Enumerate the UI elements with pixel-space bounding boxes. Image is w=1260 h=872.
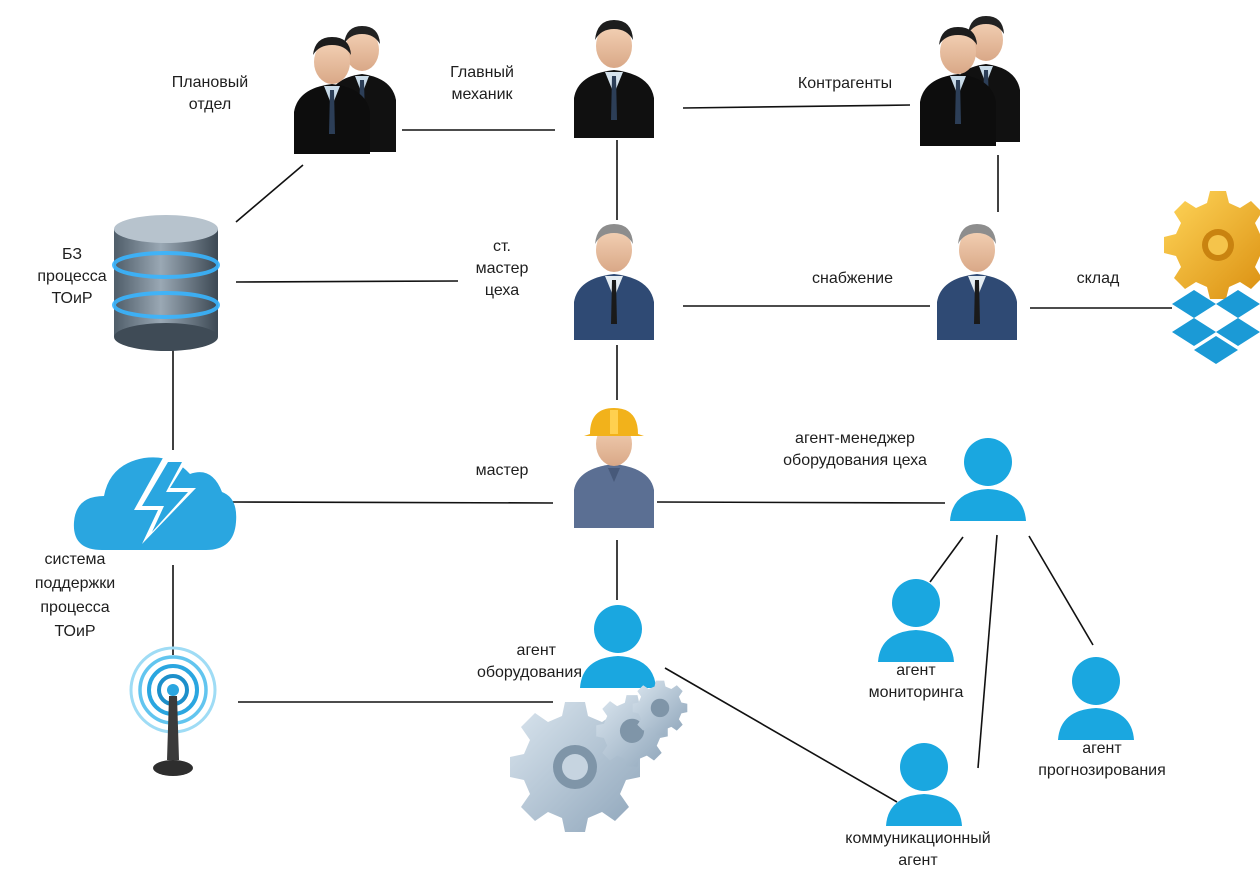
wireless-antenna-icon	[129, 646, 217, 776]
supply-icon	[937, 224, 1017, 340]
label-line: процесса	[37, 268, 107, 285]
label-supply: снабжение	[812, 270, 893, 287]
label-warehouse: склад	[1076, 270, 1120, 287]
label-chief-mechanic: Главный механик	[432, 62, 532, 106]
label-foreman: мастер	[475, 462, 529, 479]
label-equipment-agent: агент оборудования	[422, 640, 582, 684]
label-line: поддержки	[34, 575, 116, 592]
forecasting-agent-icon	[1058, 657, 1134, 740]
edge-manager-monitoring	[929, 536, 964, 583]
label-line: ТОиР	[51, 290, 93, 307]
label-line: агент	[516, 642, 556, 659]
label-line: цеха	[484, 282, 520, 299]
communication-agent-icon	[886, 743, 962, 826]
label-line: процесса	[40, 599, 110, 616]
label-contractors: Контрагенты	[797, 75, 893, 92]
planning-department-icon	[294, 26, 396, 154]
edge-chief-contractors	[682, 104, 911, 109]
label-line: система	[44, 551, 106, 568]
label-line: коммуникационный	[845, 830, 991, 847]
label-line: механик	[451, 86, 513, 103]
database-icon	[112, 215, 220, 351]
label-agent-manager: агент-менеджер оборудования цеха	[740, 428, 970, 472]
label-line: прогнозирования	[1038, 762, 1166, 779]
label-line: оборудования	[476, 664, 582, 681]
label-line: Главный	[450, 64, 514, 81]
gears-icon	[510, 680, 688, 832]
foreman-icon	[574, 408, 654, 528]
chief-mechanic-icon	[574, 20, 654, 138]
label-line: агент	[1082, 740, 1122, 757]
label-support-system: система поддержки процесса ТОиР	[20, 548, 130, 644]
edge-cloud-foreman	[231, 501, 554, 504]
agent-manager-icon	[950, 438, 1026, 521]
label-communication-agent: коммуникационный агент	[818, 828, 1018, 872]
label-knowledge-base: БЗ процесса ТОиР	[22, 244, 122, 310]
label-line: ст.	[493, 238, 511, 255]
equipment-agent-icon	[580, 605, 656, 688]
connections	[172, 104, 1172, 803]
label-line: агент-менеджер	[795, 430, 915, 447]
label-line: агент	[898, 852, 938, 869]
label-forecasting-agent: агент прогнозирования	[1020, 738, 1184, 782]
senior-foreman-icon	[574, 224, 654, 340]
label-line: отдел	[188, 96, 232, 113]
edge-manager-forecast	[1028, 535, 1094, 646]
edge-planning-kb	[235, 164, 304, 223]
gold-gear-icon	[1164, 191, 1260, 299]
label-line: оборудования цеха	[783, 452, 927, 469]
label-line: мастер	[475, 260, 529, 277]
edge-manager-comm	[977, 534, 998, 769]
label-line: мониторинга	[868, 684, 964, 701]
edge-eqagent-comm	[664, 667, 898, 803]
label-line: БЗ	[62, 246, 82, 263]
label-line: агент	[896, 662, 936, 679]
edge-foreman-manager	[656, 501, 946, 504]
edge-kb-senior	[235, 280, 459, 283]
label-monitoring-agent: агент мониторинга	[848, 660, 984, 704]
contractors-icon	[920, 16, 1020, 146]
monitoring-agent-icon	[878, 579, 954, 662]
label-senior-foreman: ст. мастер цеха	[462, 236, 542, 302]
dropbox-icon	[1172, 290, 1260, 364]
label-planning-department: Плановый отдел	[160, 72, 260, 116]
label-line: Плановый	[171, 74, 249, 91]
label-line: ТОиР	[54, 623, 96, 640]
cloud-lightning-icon	[73, 456, 237, 550]
